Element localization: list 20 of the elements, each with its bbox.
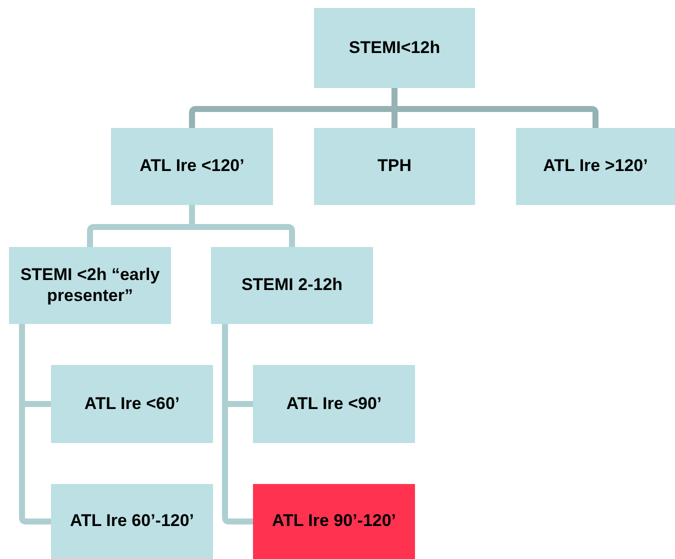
box-label: STEMI <2h “early presenter” [19, 265, 161, 306]
box-label: STEMI<12h [348, 38, 440, 58]
box-label: ATL Ire <120’ [140, 156, 244, 177]
box-label: ATL Ire 60’-120’ [70, 511, 194, 532]
process-box [516, 128, 675, 205]
process-box [211, 247, 373, 324]
box-label: ATL Ire <60’ [84, 394, 180, 414]
box-label: TPH [378, 156, 412, 177]
process-box [111, 128, 273, 205]
box-label: STEMI 2-12h [241, 275, 343, 296]
process-box [314, 128, 475, 205]
process-box [314, 8, 475, 88]
process-box [51, 484, 213, 559]
process-box [9, 247, 171, 324]
box-label: ATL Ire <90’ [286, 394, 382, 414]
process-box [253, 484, 415, 559]
process-box [51, 365, 213, 443]
box-label: ATL Ire 90’-120’ [272, 511, 396, 532]
process-box [253, 365, 415, 443]
box-label: ATL Ire >120’ [543, 156, 648, 177]
